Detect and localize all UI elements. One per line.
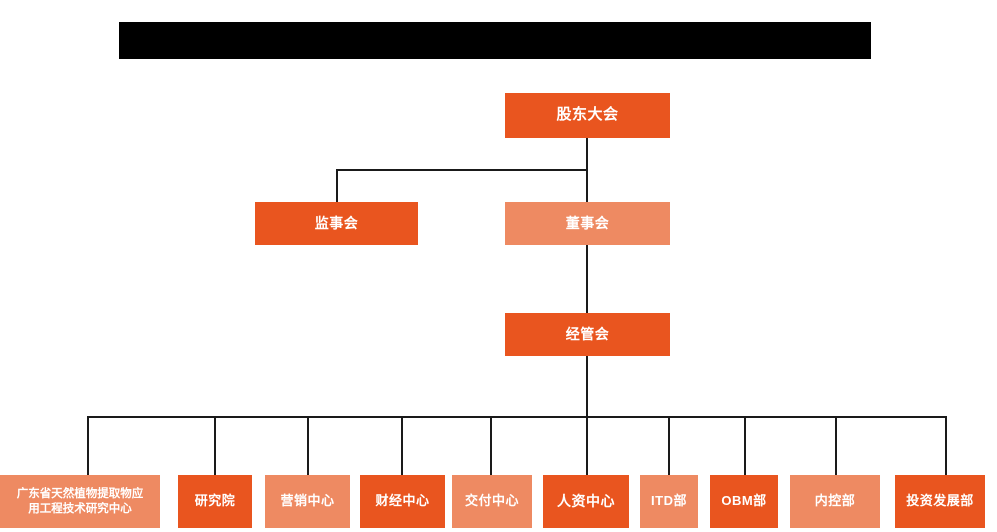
- connector-drop-itd-dept: [668, 416, 670, 475]
- connector-drop-marketing-center: [307, 416, 309, 475]
- connector-drop-delivery-center: [490, 416, 492, 475]
- node-investment-dev-dept-label: 投资发展部: [906, 493, 974, 509]
- connector-drop-institute: [214, 416, 216, 475]
- connector-management-stem: [586, 356, 588, 417]
- node-management[interactable]: 经管会: [505, 313, 670, 356]
- connector-drop-directors: [586, 169, 588, 202]
- node-internal-control-dept-label: 内控部: [814, 493, 856, 509]
- node-shareholders-label: 股东大会: [556, 106, 619, 124]
- node-investment-dev-dept[interactable]: 投资发展部: [895, 475, 985, 528]
- node-itd-dept-label: ITD部: [651, 493, 687, 509]
- node-itd-dept[interactable]: ITD部: [640, 475, 698, 528]
- node-management-label: 经管会: [565, 325, 610, 342]
- connector-department-bus: [87, 416, 945, 418]
- node-research-center-label: 广东省天然植物提取物应 用工程技术研究中心: [16, 488, 144, 515]
- node-directors-label: 董事会: [565, 214, 610, 231]
- node-obm-dept-label: OBM部: [721, 493, 767, 509]
- node-delivery-center-label: 交付中心: [464, 493, 519, 509]
- node-finance-center-label: 财经中心: [375, 493, 430, 509]
- connector-shareholders-stem: [586, 138, 588, 170]
- node-hr-center[interactable]: 人资中心: [543, 475, 629, 528]
- node-marketing-center[interactable]: 营销中心: [265, 475, 350, 528]
- node-directors[interactable]: 董事会: [505, 202, 670, 245]
- node-marketing-center-label: 营销中心: [280, 493, 335, 509]
- node-shareholders[interactable]: 股东大会: [505, 93, 670, 138]
- connector-directors-to-management: [586, 245, 588, 313]
- connector-drop-research-center: [87, 416, 89, 475]
- connector-drop-investment-dev-dept: [945, 416, 947, 475]
- connector-drop-finance-center: [401, 416, 403, 475]
- node-finance-center[interactable]: 财经中心: [360, 475, 445, 528]
- connector-drop-internal-control-dept: [835, 416, 837, 475]
- redacted-title-bar: [119, 22, 871, 59]
- node-institute-label: 研究院: [194, 493, 236, 509]
- node-supervisors[interactable]: 监事会: [255, 202, 418, 245]
- connector-drop-supervisors: [336, 169, 338, 202]
- node-delivery-center[interactable]: 交付中心: [452, 475, 532, 528]
- connector-drop-hr-center: [586, 416, 588, 475]
- connector-level1-bus: [336, 169, 588, 171]
- node-supervisors-label: 监事会: [314, 214, 359, 231]
- node-internal-control-dept[interactable]: 内控部: [790, 475, 880, 528]
- node-hr-center-label: 人资中心: [557, 492, 615, 509]
- node-research-center[interactable]: 广东省天然植物提取物应 用工程技术研究中心: [0, 475, 160, 528]
- node-institute[interactable]: 研究院: [178, 475, 252, 528]
- connector-drop-obm-dept: [744, 416, 746, 475]
- node-obm-dept[interactable]: OBM部: [710, 475, 778, 528]
